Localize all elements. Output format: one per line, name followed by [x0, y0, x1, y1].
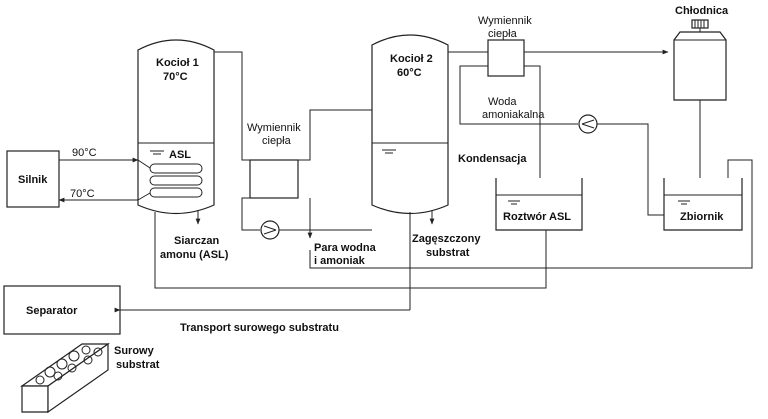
cooler-fan-icon [691, 19, 709, 32]
pump-2 [578, 114, 598, 134]
cooler [673, 31, 727, 101]
heat-exchanger-2 [487, 39, 525, 77]
sulfate-label-1: Siarczan [174, 235, 220, 247]
sulfate-label-2: amonu (ASL) [160, 249, 229, 261]
transport-label: Transport surowego substratu [180, 322, 339, 334]
separator-label: Separator [26, 305, 78, 317]
vapor-to-tank [309, 159, 753, 269]
ammonia-water-label-1: Woda [488, 96, 517, 108]
vapor-label-1: Para wodna [314, 242, 377, 254]
vapor-line-1 [214, 51, 252, 161]
condensation-label: Kondensacja [458, 153, 527, 165]
raw-substrate-icon [20, 342, 110, 414]
asl-label: ASL [169, 149, 191, 161]
raw-substrate-label-2: substrat [116, 359, 160, 371]
boiler-1-temp: 70°C [163, 71, 188, 83]
boiler-1 [137, 39, 215, 214]
tank [663, 178, 743, 231]
hx1-label-1: Wymiennik [247, 122, 301, 134]
hx2-label-1: Wymiennik [478, 15, 532, 27]
asl-return-pipe [154, 212, 547, 289]
heating-coil [149, 163, 203, 198]
ammonia-water-label-2: amoniakalna [482, 109, 545, 121]
raw-substrate-label-1: Surowy [114, 345, 155, 357]
asl-solution-label: Roztwór ASL [503, 211, 571, 223]
engine-box [6, 150, 60, 208]
concentrate-label-1: Zagęszczony [412, 233, 481, 245]
heat-exchanger-1 [249, 159, 299, 199]
boiler-2-name: Kocioł 2 [390, 53, 433, 65]
hx1-to-boiler2 [298, 107, 389, 161]
pump-1 [260, 220, 280, 240]
cooler-label: Chłodnica [675, 5, 729, 17]
engine-label: Silnik [18, 174, 48, 186]
asl-solution-tank [495, 178, 583, 231]
boiler-2 [371, 34, 449, 214]
boiler-2-temp: 60°C [397, 67, 422, 79]
tank-label: Zbiornik [680, 211, 724, 223]
temp-90-label: 90°C [72, 147, 97, 159]
hx1-label-2: ciepła [262, 135, 292, 147]
concentrate-label-2: substrat [426, 247, 470, 259]
hx2-label-2: ciepła [488, 28, 518, 40]
condensate-down [524, 65, 543, 197]
vapor-label-2: i amoniak [314, 255, 366, 267]
temp-70-label: 70°C [70, 188, 95, 200]
separator-box [3, 285, 121, 335]
boiler-1-name: Kocioł 1 [156, 57, 199, 69]
